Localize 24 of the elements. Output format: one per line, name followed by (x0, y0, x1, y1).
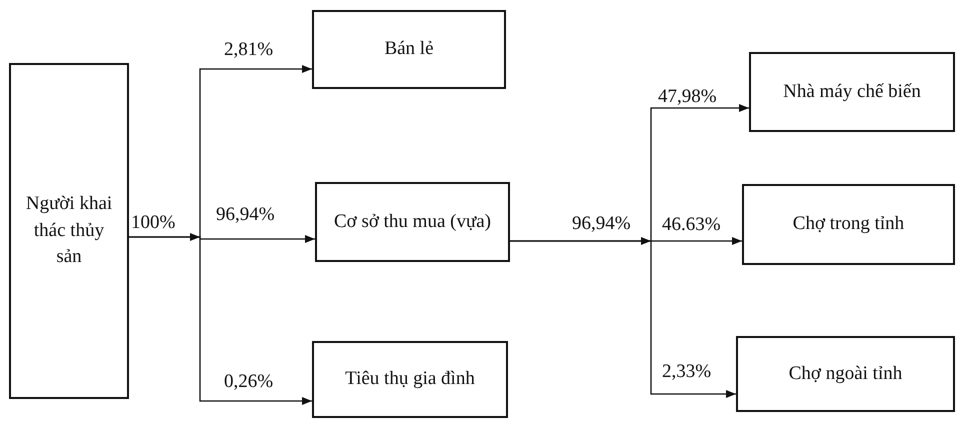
process-box (749, 52, 955, 132)
edge-label: 96,94% (216, 205, 275, 224)
percent-label: 96,94% (572, 214, 631, 233)
node-label: Người khai thác thủy sản (25, 192, 113, 270)
percent-label: 100% (131, 213, 176, 232)
process-box (312, 341, 508, 418)
edge-label: 0,26% (224, 372, 274, 391)
process-box (736, 336, 955, 412)
process-box (742, 184, 955, 265)
edge-label: 46.63% (662, 215, 721, 234)
node-label: Chợ trong tỉnh (792, 212, 904, 236)
node-label: Tiêu thụ gia đình (345, 367, 475, 392)
node-label: Nhà máy chế biến (783, 80, 921, 104)
edge-label: 47,98% (658, 87, 717, 106)
arrow (129, 236, 312, 405)
process-box (9, 63, 129, 399)
node-label: Chợ ngoài tỉnh (788, 362, 902, 386)
arrow (510, 240, 736, 398)
node-label: Bán lẻ (384, 37, 434, 62)
process-box (315, 182, 510, 262)
node-label: Cơ sở thu mua (vựa) (334, 210, 492, 234)
edge-label: 2,81% (224, 40, 274, 59)
process-box (312, 10, 506, 89)
edge-label: 2,33% (662, 362, 712, 381)
